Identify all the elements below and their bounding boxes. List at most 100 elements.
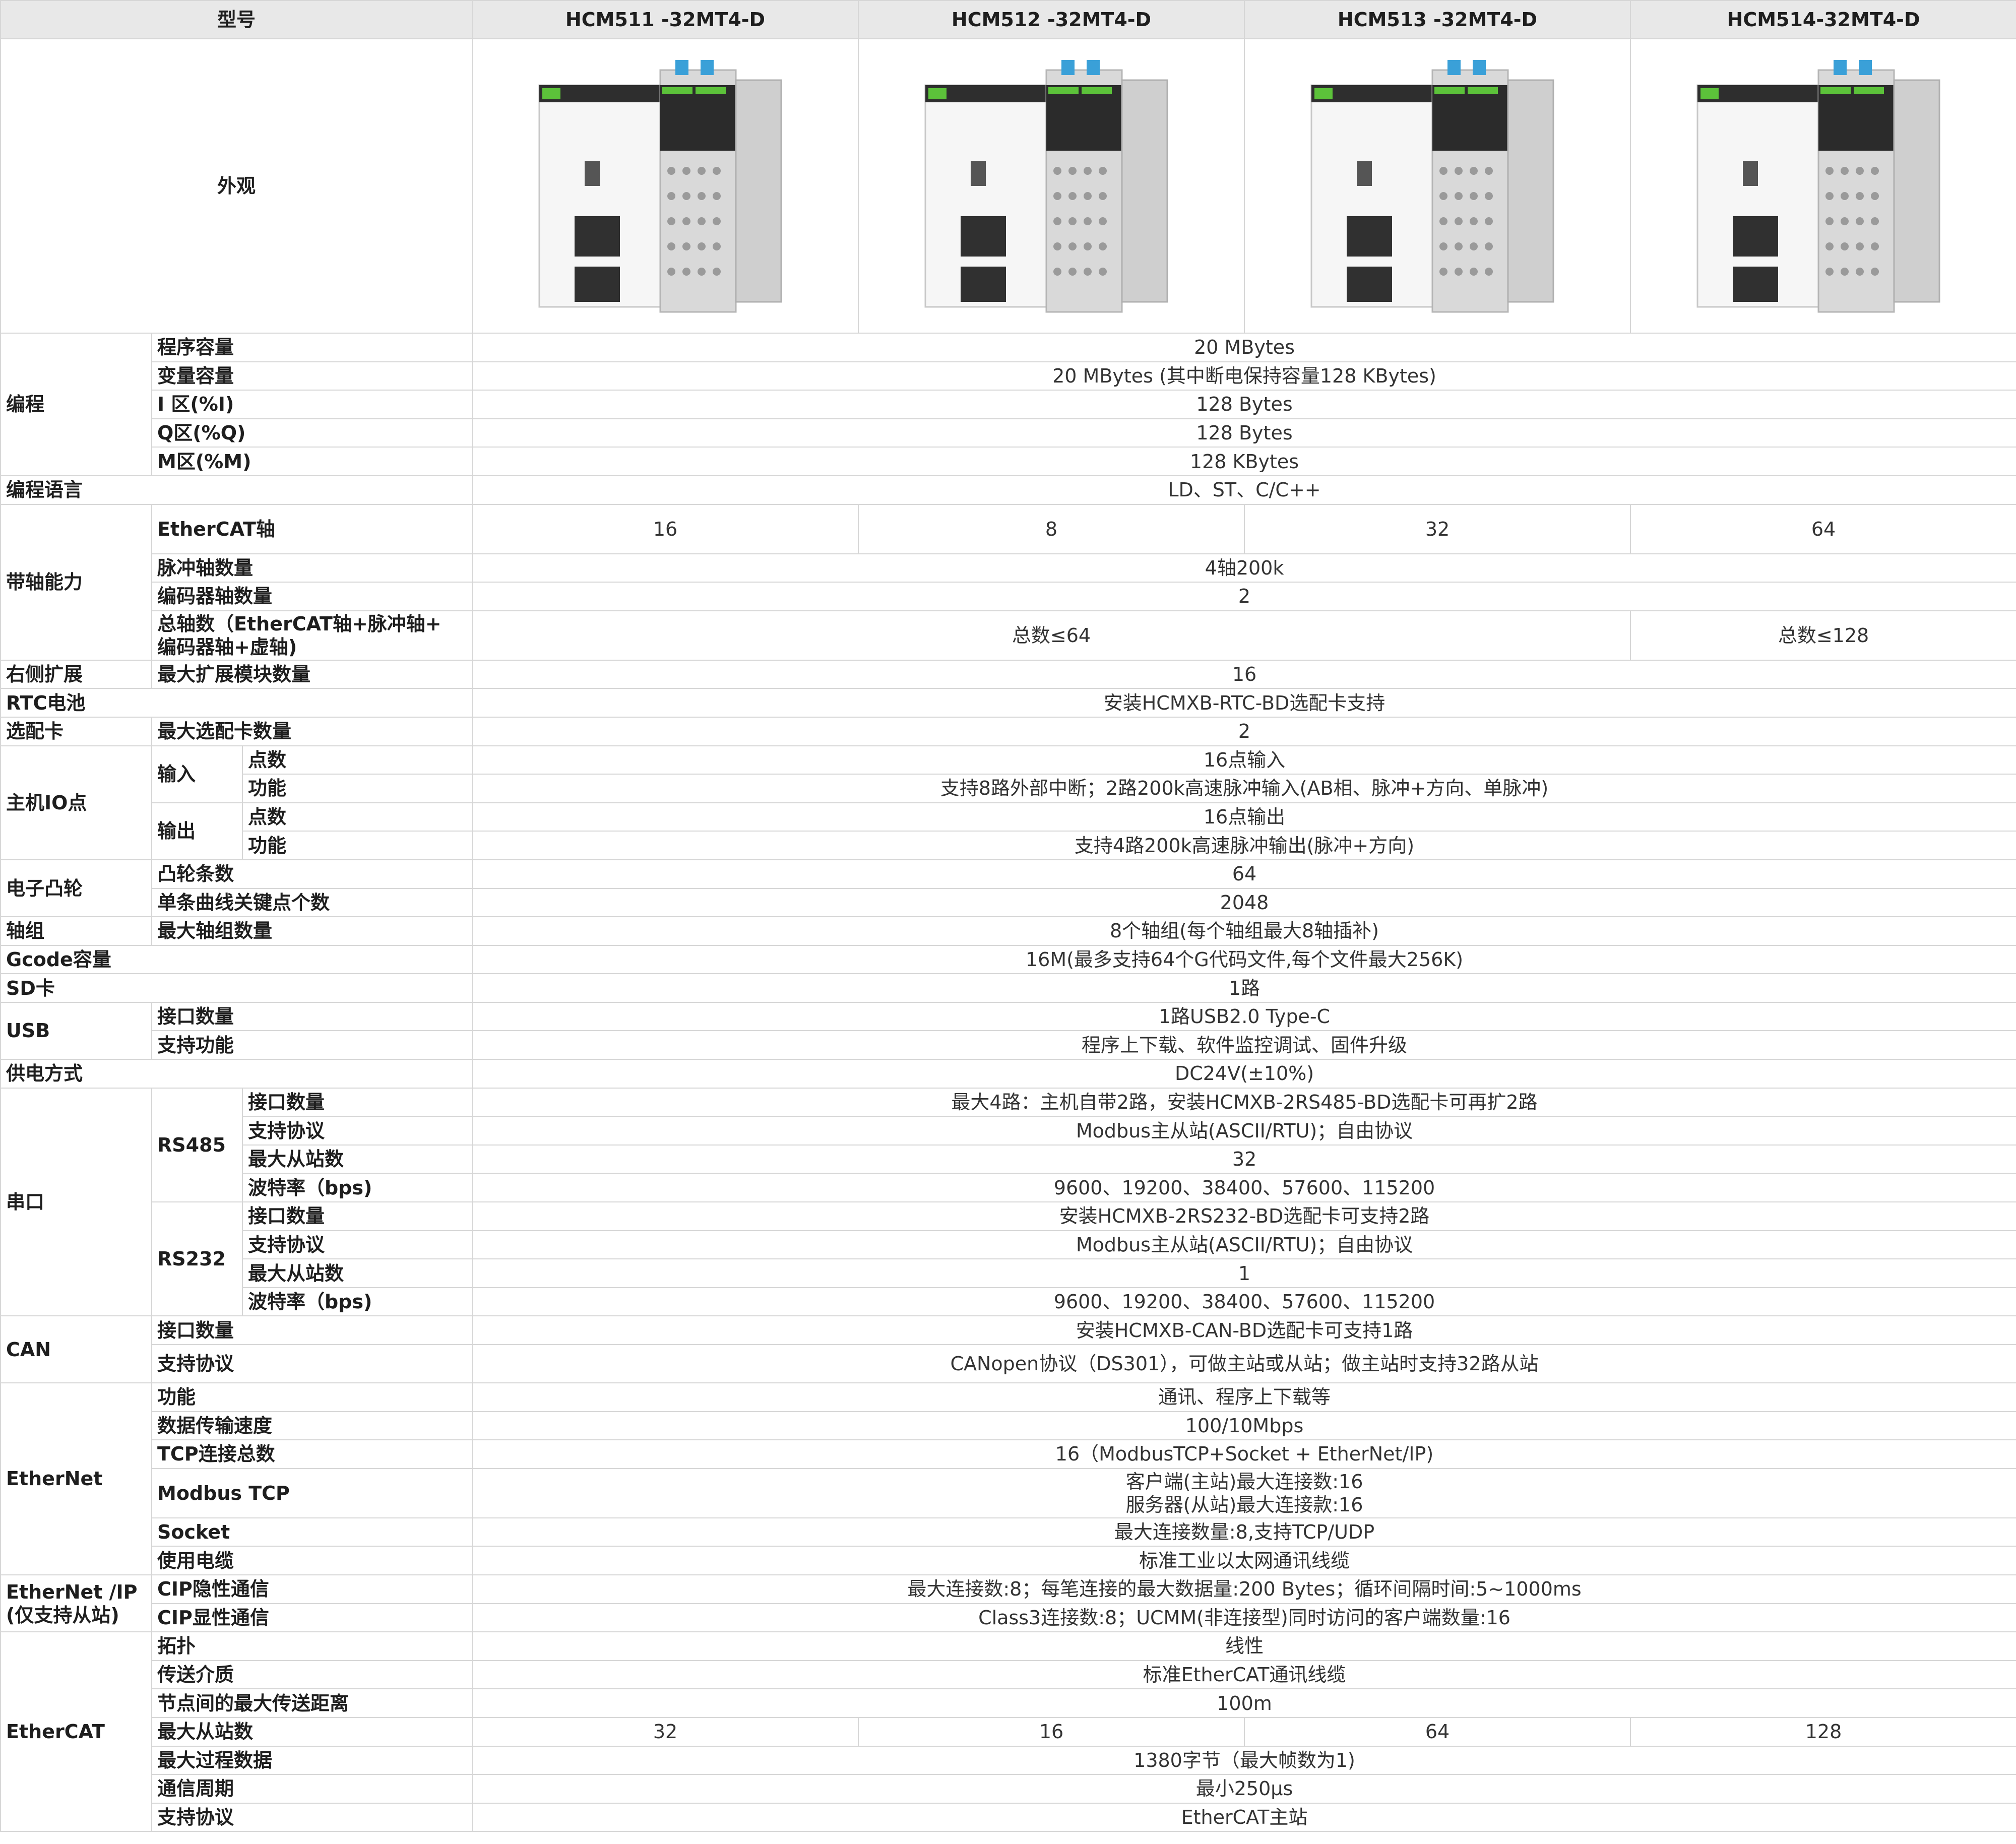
spec-value: 安装HCMXB-2RS232-BD选配卡可支持2路 [472,1201,2016,1231]
subcategory-label: 输出 [151,802,243,860]
spec-value: CANopen协议（DS301），可做主站或从站；做主站时支持32路从站 [472,1344,2016,1383]
spec-label: 波特率（bps) [242,1287,473,1317]
spec-value: Modbus主从站(ASCII/RTU)；自由协议 [472,1230,2016,1260]
spec-label: 总轴数（EtherCAT轴+脉冲轴+ 编码器轴+虚轴) [151,610,473,661]
plc-module-icon [538,60,782,313]
table-row: M区(%M) 128 KBytes [1,447,2016,476]
spec-value: DC24V(±10%) [472,1059,2016,1089]
spec-value: 16点输出 [472,802,2016,832]
table-row: 总轴数（EtherCAT轴+脉冲轴+ 编码器轴+虚轴) 总数≤64 总数≤128 [1,610,2016,661]
spec-value: 64 [1630,503,2016,554]
table-row: 主机IO点 输入 点数 16点输入 [0,745,2016,860]
category-label: Gcode容量 [0,944,473,975]
spec-value: 2048 [472,887,2016,918]
spec-label: 脉冲轴数量 [151,553,473,583]
category-label: EtherCAT [0,1631,152,1832]
spec-value: 1380字节（最大帧数为1) [472,1745,2016,1775]
category-label: 选配卡 [0,716,152,746]
spec-label: 接口数量 [151,1315,473,1345]
spec-label: 使用电缆 [151,1546,473,1575]
spec-value: 支持8路外部中断；2路200k高速脉冲输入(AB相、脉冲+方向、单脉冲) [472,774,2016,803]
table-row: EtherCAT 拓扑 线性 [0,1631,2016,1832]
spec-value: 8个轴组(每个轴组最大8轴插补) [472,916,2016,946]
table-row: EtherNet 功能 通讯、程序上下载等 [0,1382,2016,1575]
spec-label: 最大从站数 [151,1716,473,1747]
header-row: 型号 HCM511 -32MT4-D HCM512 -32MT4-D HCM51… [0,0,2016,39]
spec-label: 支持协议 [242,1230,473,1260]
spec-value: 100/10Mbps [472,1411,2016,1441]
spec-value: 128 [1630,1716,2016,1747]
category-label: 主机IO点 [0,745,152,860]
table-row: 数据传输速度 100/10Mbps [1,1411,2016,1441]
category-label: 带轴能力 [0,503,152,661]
category-label: CAN [0,1315,152,1383]
table-row: 最大从站数 32 16 64 128 [1,1716,2016,1747]
spec-value: 128 Bytes [472,390,2016,419]
spec-label: 凸轮条数 [151,859,473,889]
spec-value: 2 [472,582,2016,611]
spec-value: 最大连接数量:8,支持TCP/UDP [472,1517,2016,1547]
table-row: SD卡 1路 [0,973,2016,1003]
spec-label: 拓扑 [151,1631,473,1661]
table-row: 供电方式 DC24V(±10%) [0,1059,2016,1089]
spec-label: 功能 [242,774,473,803]
category-label: RTC电池 [0,688,473,718]
spec-label: 编码器轴数量 [151,582,473,611]
table-row: 波特率（bps) 9600、19200、38400、57600、115200 [1,1173,2016,1203]
spec-value: 标准工业以太网通讯线缆 [472,1546,2016,1575]
table-row: 最大过程数据 1380字节（最大帧数为1) [1,1745,2016,1775]
table-row: USB 接口数量 1路USB2.0 Type-C [0,1001,2016,1060]
spec-value: 128 Bytes [472,418,2016,448]
spec-label: Q区(%Q) [151,418,473,448]
category-label: 电子凸轮 [0,859,152,918]
spec-value: 16 [472,659,2016,689]
product-image [1244,38,1631,334]
spec-label: 接口数量 [242,1087,473,1117]
table-row: 功能 支持8路外部中断；2路200k高速脉冲输入(AB相、脉冲+方向、单脉冲) [1,774,2016,803]
spec-value: Modbus主从站(ASCII/RTU)；自由协议 [472,1116,2016,1146]
appearance-label: 外观 [0,38,473,334]
spec-label: 通信周期 [151,1774,473,1804]
table-row: RS232 接口数量 安装HCMXB-2RS232-BD选配卡可支持2路 [1,1201,2016,1317]
category-label: 轴组 [0,916,152,946]
spec-value: 9600、19200、38400、57600、115200 [472,1173,2016,1203]
product-image [858,38,1245,334]
spec-value: 20 MBytes (其中断电保持容量128 KBytes) [472,361,2016,391]
subcategory-label: 输入 [151,745,243,803]
spec-label: CIP显性通信 [151,1603,473,1633]
spec-label: 最大过程数据 [151,1745,473,1775]
spec-value: 客户端(主站)最大连接数:16 服务器(从站)最大连接款:16 [472,1468,2016,1518]
category-label: 编程 [0,333,152,476]
spec-label: 程序容量 [151,333,473,362]
spec-value: LD、ST、C/C++ [472,475,2016,505]
category-label: 编程语言 [0,475,473,505]
spec-label: CIP隐性通信 [151,1574,473,1604]
table-row: 右侧扩展 最大扩展模块数量 16 [0,659,2016,689]
category-label: USB [0,1001,152,1060]
spec-value: 32 [472,1144,2016,1174]
subcategory-label: RS232 [151,1201,243,1317]
spec-label: M区(%M) [151,447,473,476]
spec-value: 64 [472,859,2016,889]
spec-value: 16 [472,503,859,554]
table-row: 支持协议 EtherCAT主站 [1,1802,2016,1832]
model-name: HCM513 -32MT4-D [1244,0,1631,39]
spec-label: 接口数量 [151,1001,473,1032]
table-row: 支持协议 CANopen协议（DS301），可做主站或从站；做主站时支持32路从… [1,1344,2016,1383]
table-row: 选配卡 最大选配卡数量 2 [0,716,2016,746]
table-row: EtherNet /IP (仅支持从站) CIP隐性通信 最大连接数:8；每笔连… [0,1574,2016,1633]
spec-label: 数据传输速度 [151,1411,473,1441]
table-row: CIP显性通信 Class3连接数:8；UCMM(非连接型)同时访问的客户端数量… [1,1603,2016,1633]
model-header: 型号 [0,0,473,39]
table-row: 变量容量 20 MBytes (其中断电保持容量128 KBytes) [1,361,2016,391]
table-row: 支持协议 Modbus主从站(ASCII/RTU)；自由协议 [1,1230,2016,1260]
spec-value: 最大4路：主机自带2路，安装HCMXB-2RS485-BD选配卡可再扩2路 [472,1087,2016,1117]
spec-value: 最小250μs [472,1774,2016,1804]
spec-value: Class3连接数:8；UCMM(非连接型)同时访问的客户端数量:16 [472,1603,2016,1633]
table-row: TCP连接总数 16（ModbusTCP+Socket + EtherNet/I… [1,1439,2016,1469]
spec-value: 32 [1244,503,1631,554]
product-image [1630,38,2016,334]
model-name: HCM514-32MT4-D [1630,0,2016,39]
spec-value: EtherCAT主站 [472,1802,2016,1832]
table-row: 串口 RS485 接口数量 最大4路：主机自带2路，安装HCMXB-2RS485… [0,1087,2016,1317]
